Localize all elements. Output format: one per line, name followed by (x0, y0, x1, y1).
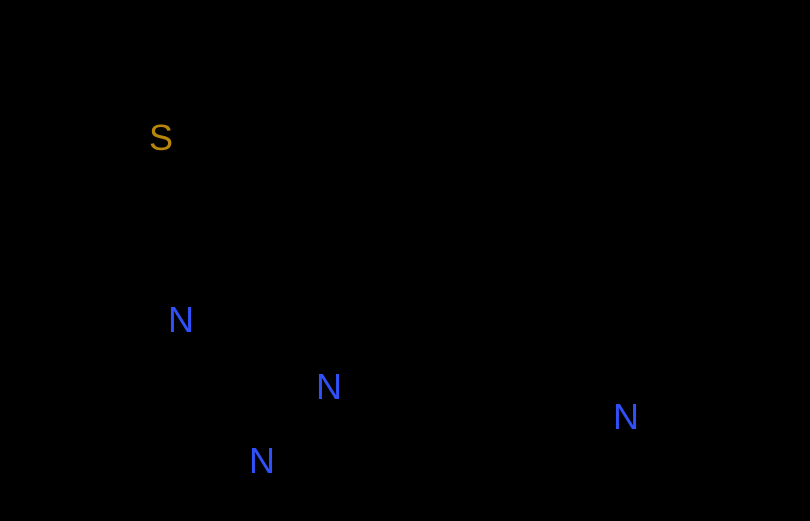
atom-nitrogen-4: N (613, 396, 639, 437)
atom-nitrogen-1: N (168, 299, 194, 340)
atom-nitrogen-3: N (249, 440, 275, 481)
atom-nitrogen-2: N (316, 366, 342, 407)
atom-sulfur: S (148, 117, 174, 158)
